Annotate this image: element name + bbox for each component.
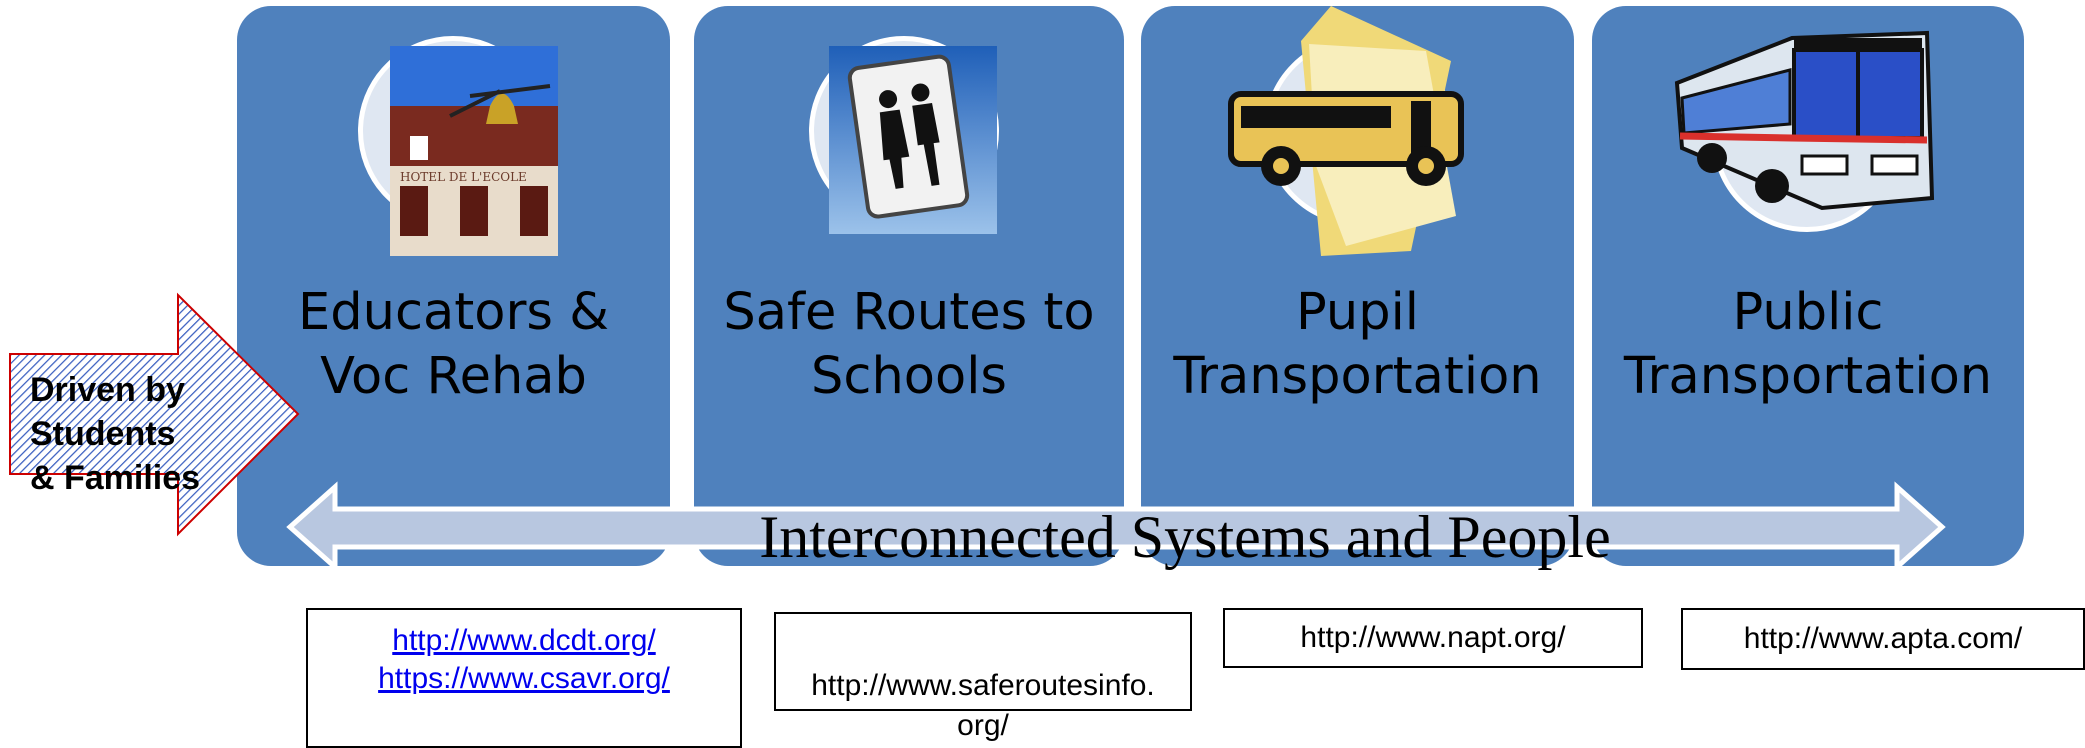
dcdt-link[interactable]: http://www.dcdt.org/ [392, 624, 656, 657]
apta-url: http://www.apta.com/ [1743, 622, 2023, 655]
panel-public-transportation: Public Transportation [1592, 6, 2024, 566]
link-box-educators: http://www.dcdt.org/ https://www.csavr.o… [306, 608, 742, 748]
panel-educators: HOTEL DE L'ECOLE Educators & Voc Rehab [237, 6, 670, 566]
driven-by-label: Driven by Students & Families [30, 371, 201, 497]
saferoutes-url: http://www.saferoutesinfo. org/ [811, 669, 1155, 742]
panel-title: Public Transportation [1623, 283, 1993, 406]
panel-title: Pupil Transportation [1173, 283, 1542, 406]
city-bus-clipart [1672, 28, 1937, 213]
link-box-safe-routes: http://www.saferoutesinfo. org/ [774, 612, 1192, 742]
pedestrian-crossing-sign-photo [829, 46, 997, 234]
panel-safe-routes: Safe Routes to Schools [694, 6, 1124, 566]
panel-title: Safe Routes to Schools [723, 283, 1095, 406]
svg-text:HOTEL DE L'ECOLE: HOTEL DE L'ECOLE [400, 170, 527, 184]
school-bell-building-photo: HOTEL DE L'ECOLE [390, 46, 558, 256]
panel-title: Educators & Voc Rehab [298, 283, 609, 406]
link-box-napt: http://www.napt.org/ [1223, 608, 1643, 668]
link-box-apta: http://www.apta.com/ [1681, 608, 2085, 670]
banner-label: Interconnected Systems and People [759, 504, 1611, 570]
school-bus-clipart [1221, 6, 1481, 266]
csavr-link[interactable]: https://www.csavr.org/ [378, 662, 670, 695]
panel-pupil-transportation: Pupil Transportation [1141, 6, 1574, 566]
napt-url: http://www.napt.org/ [1300, 621, 1566, 654]
